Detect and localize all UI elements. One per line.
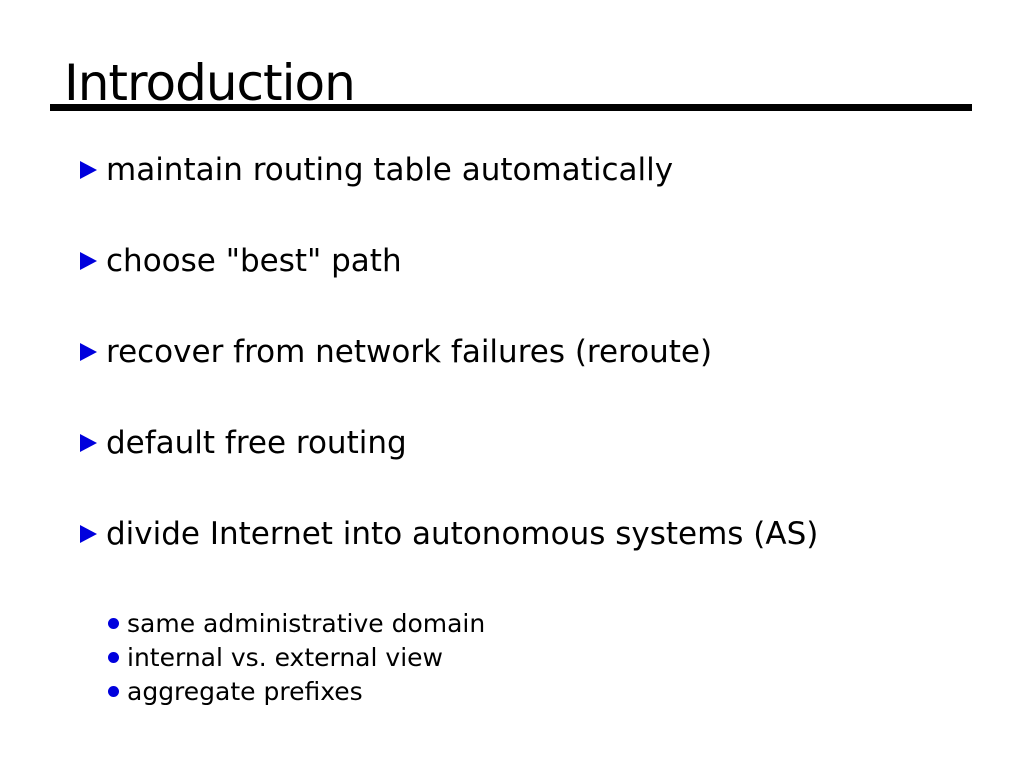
triangle-bullet-icon: [80, 343, 97, 361]
sub-bullet-item: aggregate prefixes: [80, 674, 994, 708]
bullet-item: maintain routing table automatically: [80, 151, 994, 189]
bullet-text: recover from network failures (reroute): [106, 334, 713, 370]
bullet-item: default free routing: [80, 424, 994, 462]
sub-bullet-text: same administrative domain: [127, 608, 486, 638]
bullet-item: recover from network failures (reroute): [80, 333, 994, 371]
triangle-bullet-icon: [80, 525, 97, 543]
circle-dot-icon: [108, 651, 119, 663]
circle-dot-icon: [108, 617, 119, 629]
sub-bullet-item: same administrative domain: [80, 606, 994, 640]
triangle-bullet-icon: [80, 161, 97, 179]
triangle-bullet-icon: [80, 434, 97, 452]
page-title: Introduction: [64, 54, 356, 112]
bullet-text: default free routing: [106, 425, 407, 461]
sub-bullet-text: internal vs. external view: [127, 642, 443, 672]
circle-dot-icon: [108, 685, 119, 697]
bullet-item: divide Internet into autonomous systems …: [80, 515, 994, 553]
sub-bullet-text: aggregate prefixes: [127, 676, 363, 706]
triangle-bullet-icon: [80, 252, 97, 270]
sub-bullet-item: internal vs. external view: [80, 640, 994, 674]
bullet-text: divide Internet into autonomous systems …: [106, 516, 819, 552]
sub-bullet-list: same administrative domain internal vs. …: [80, 606, 994, 708]
title-underline: [50, 104, 972, 111]
bullet-list: maintain routing table automatically cho…: [80, 151, 994, 708]
bullet-item: choose "best" path: [80, 242, 994, 280]
bullet-text: choose "best" path: [106, 243, 402, 279]
bullet-text: maintain routing table automatically: [106, 152, 674, 188]
